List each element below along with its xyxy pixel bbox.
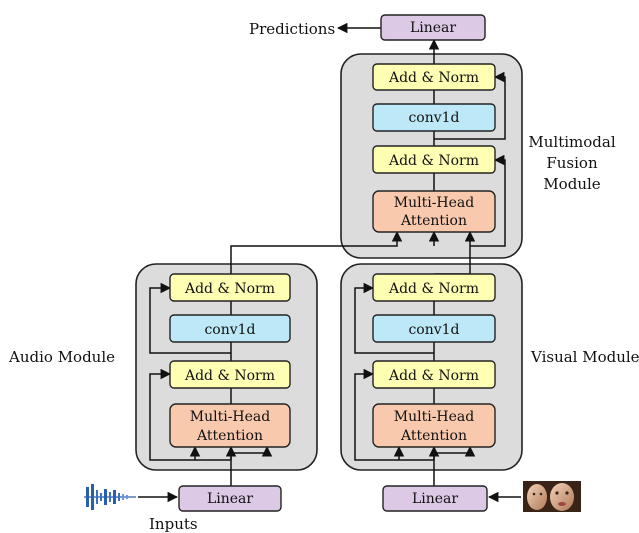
visual-add-norm-bottom: Add & Norm: [372, 360, 496, 389]
svg-text:Linear: Linear: [410, 20, 456, 36]
connections: [138, 22, 521, 503]
visual-linear: Linear: [382, 485, 488, 512]
svg-text:Attention: Attention: [400, 428, 467, 444]
svg-text:Attention: Attention: [400, 213, 467, 229]
fusion-attention: Multi-Head Attention: [372, 190, 496, 233]
fusion-label-line3: Module: [543, 175, 600, 193]
audio-residual-1: [149, 368, 231, 461]
fusion-residual-2: [434, 71, 506, 140]
svg-text:conv1d: conv1d: [408, 322, 459, 338]
svg-text:conv1d: conv1d: [408, 110, 459, 126]
predictions-label: Predictions: [249, 20, 335, 38]
audio-module-label: Audio Module: [8, 348, 115, 366]
svg-text:Multi-Head: Multi-Head: [394, 409, 475, 425]
fusion-linear: Linear: [380, 14, 486, 41]
svg-text:Add & Norm: Add & Norm: [388, 368, 479, 384]
visual-residual-2: [354, 282, 434, 354]
fusion-label-line2: Fusion: [546, 154, 598, 172]
svg-text:Linear: Linear: [207, 491, 253, 507]
fusion-add-norm-top: Add & Norm: [372, 63, 496, 91]
audio-conv: conv1d: [169, 314, 291, 343]
visual-residual-1: [354, 368, 434, 461]
svg-text:Add & Norm: Add & Norm: [184, 368, 275, 384]
visual-add-norm-top: Add & Norm: [372, 273, 496, 302]
fusion-conv: conv1d: [372, 103, 496, 132]
audio-to-fusion: [230, 230, 403, 274]
audio-attention: Multi-Head Attention: [169, 403, 291, 448]
svg-text:Add & Norm: Add & Norm: [388, 153, 479, 169]
fusion-residual-1: [470, 154, 506, 247]
svg-text:Attention: Attention: [196, 428, 263, 444]
audio-add-norm-bottom: Add & Norm: [169, 360, 291, 389]
visual-conv: conv1d: [372, 314, 496, 343]
visual-attention: Multi-Head Attention: [372, 403, 496, 448]
svg-text:Multi-Head: Multi-Head: [394, 195, 475, 211]
face-image-icon: [523, 481, 581, 512]
audio-residual-2: [149, 282, 231, 354]
svg-text:Linear: Linear: [412, 491, 458, 507]
audio-linear: Linear: [178, 485, 282, 512]
svg-text:Add & Norm: Add & Norm: [388, 70, 479, 86]
fusion-label-line1: Multimodal: [528, 133, 615, 151]
svg-text:conv1d: conv1d: [204, 322, 255, 338]
visual-module-label: Visual Module: [530, 348, 639, 366]
svg-text:Multi-Head: Multi-Head: [190, 409, 271, 425]
svg-text:Add & Norm: Add & Norm: [388, 281, 479, 297]
svg-text:Add & Norm: Add & Norm: [184, 281, 275, 297]
inputs-label: Inputs: [149, 515, 198, 533]
audio-add-norm-top: Add & Norm: [169, 273, 291, 302]
fusion-add-norm-bottom: Add & Norm: [372, 145, 496, 174]
waveform-icon: [84, 484, 136, 510]
